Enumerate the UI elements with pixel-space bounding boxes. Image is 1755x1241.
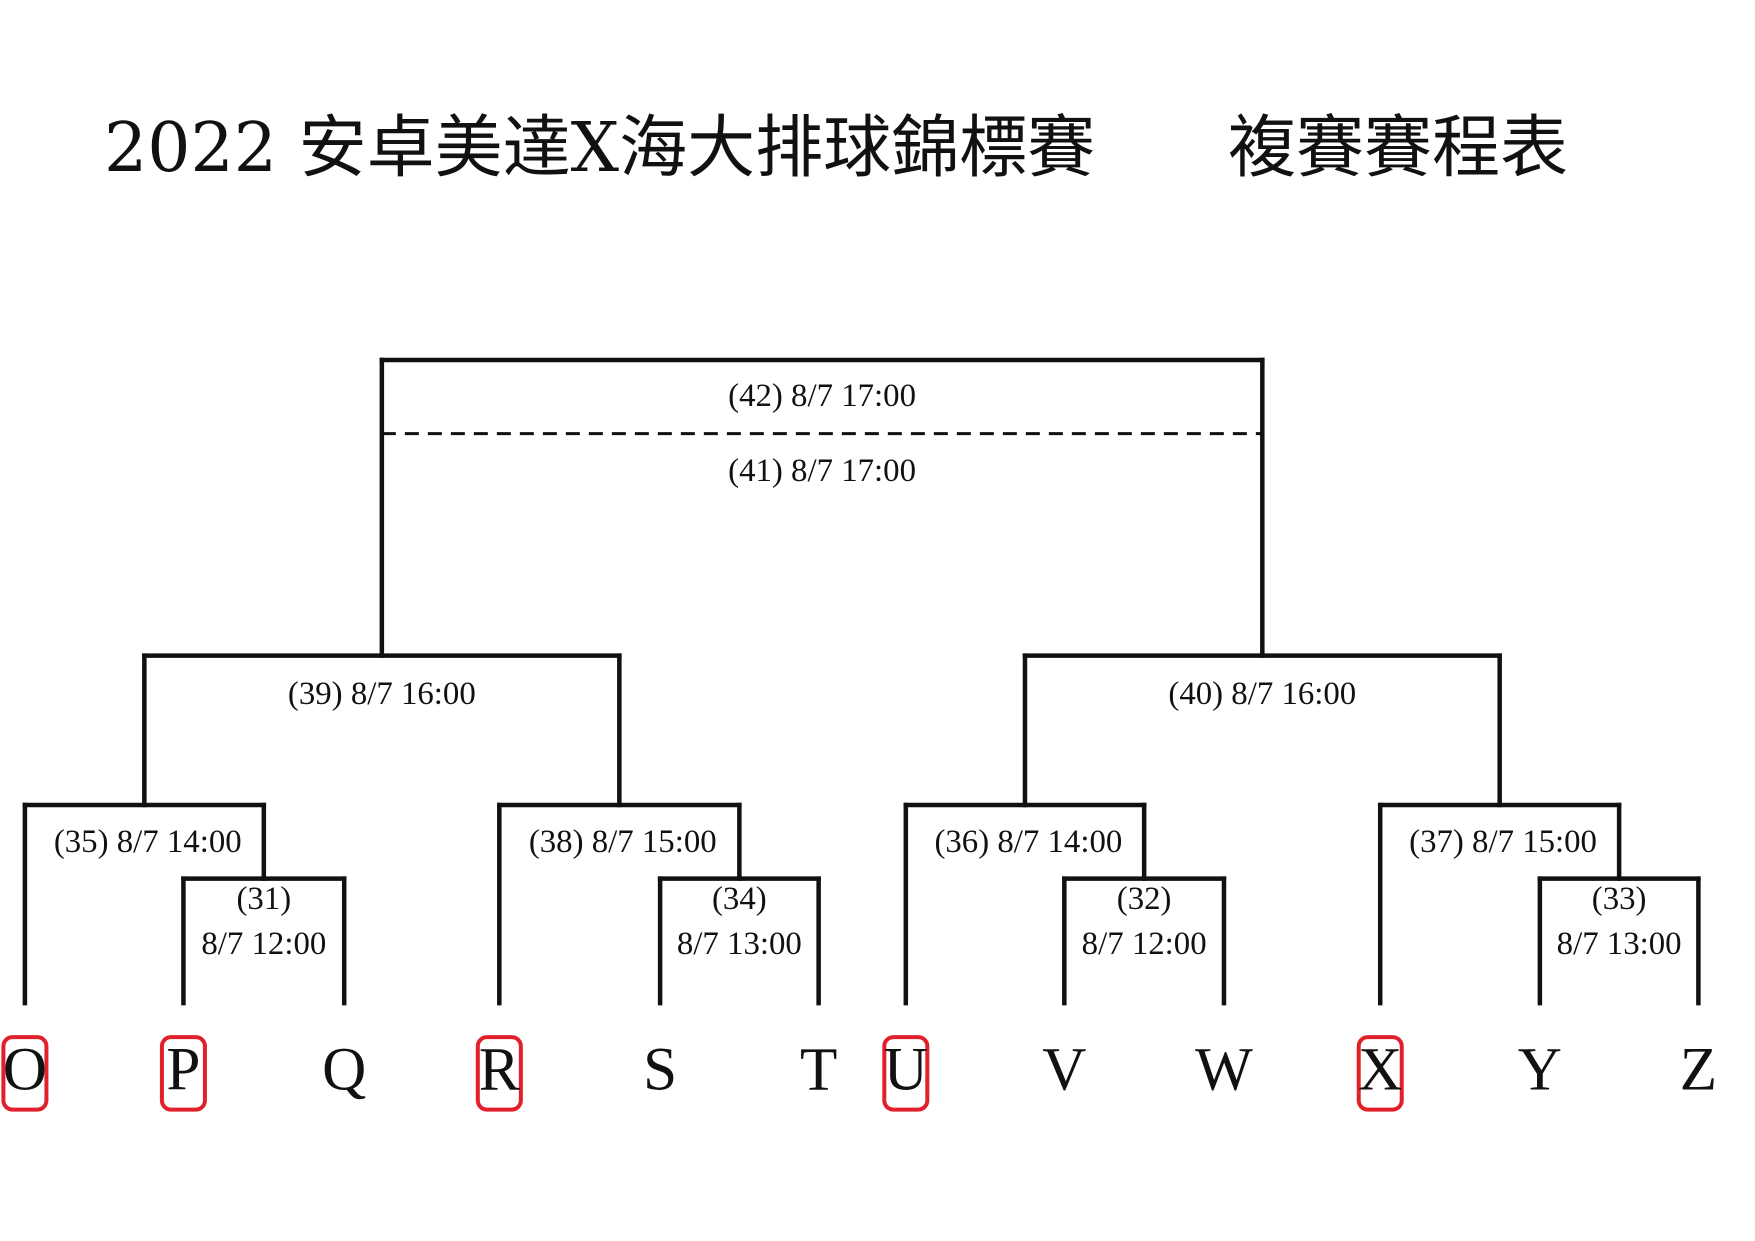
match-41-label: (41) 8/7 17:00 [728, 453, 916, 489]
schedule-subtitle: 複賽賽程表 [1228, 109, 1569, 188]
match-33-number: (33) [1592, 881, 1647, 917]
tournament-title: 2022 安卓美達X海大排球錦標賽 [104, 109, 1096, 188]
team-u-label: U [884, 1037, 928, 1104]
team-x-highlight [1356, 1035, 1404, 1112]
team-o-highlight [1, 1035, 49, 1112]
team-u-highlight [882, 1035, 930, 1112]
page-title: 2022 安卓美達X海大排球錦標賽 複賽賽程表 [0, 92, 1755, 188]
team-r-label: R [479, 1037, 520, 1104]
team-w-label: W [1195, 1037, 1253, 1104]
match-31-number: (31) [236, 881, 291, 917]
team-o-label: O [3, 1037, 47, 1104]
match-42-label: (42) 8/7 17:00 [728, 378, 916, 414]
match-40-label: (40) 8/7 16:00 [1168, 676, 1356, 712]
team-p-label: P [166, 1037, 200, 1104]
team-q-label: Q [322, 1037, 366, 1104]
match-34-schedule: 8/7 13:00 [677, 926, 802, 962]
team-z-label: Z [1680, 1037, 1717, 1104]
match-32-schedule: 8/7 12:00 [1082, 926, 1207, 962]
team-v-label: V [1042, 1037, 1086, 1104]
match-33-schedule: 8/7 13:00 [1557, 926, 1682, 962]
team-s-label: S [643, 1037, 677, 1104]
team-x-label: X [1358, 1037, 1402, 1104]
match-39-label: (39) 8/7 16:00 [288, 676, 476, 712]
match-36-label: (36) 8/7 14:00 [934, 824, 1122, 860]
match-34-number: (34) [712, 881, 767, 917]
match-32-number: (32) [1117, 881, 1172, 917]
match-38-label: (38) 8/7 15:00 [529, 824, 717, 860]
team-t-label: T [800, 1037, 837, 1104]
team-r-highlight [475, 1035, 523, 1112]
match-35-label: (35) 8/7 14:00 [54, 824, 242, 860]
team-y-label: Y [1518, 1037, 1562, 1104]
team-p-highlight [159, 1035, 207, 1112]
match-37-label: (37) 8/7 15:00 [1409, 824, 1597, 860]
match-31-schedule: 8/7 12:00 [201, 926, 326, 962]
